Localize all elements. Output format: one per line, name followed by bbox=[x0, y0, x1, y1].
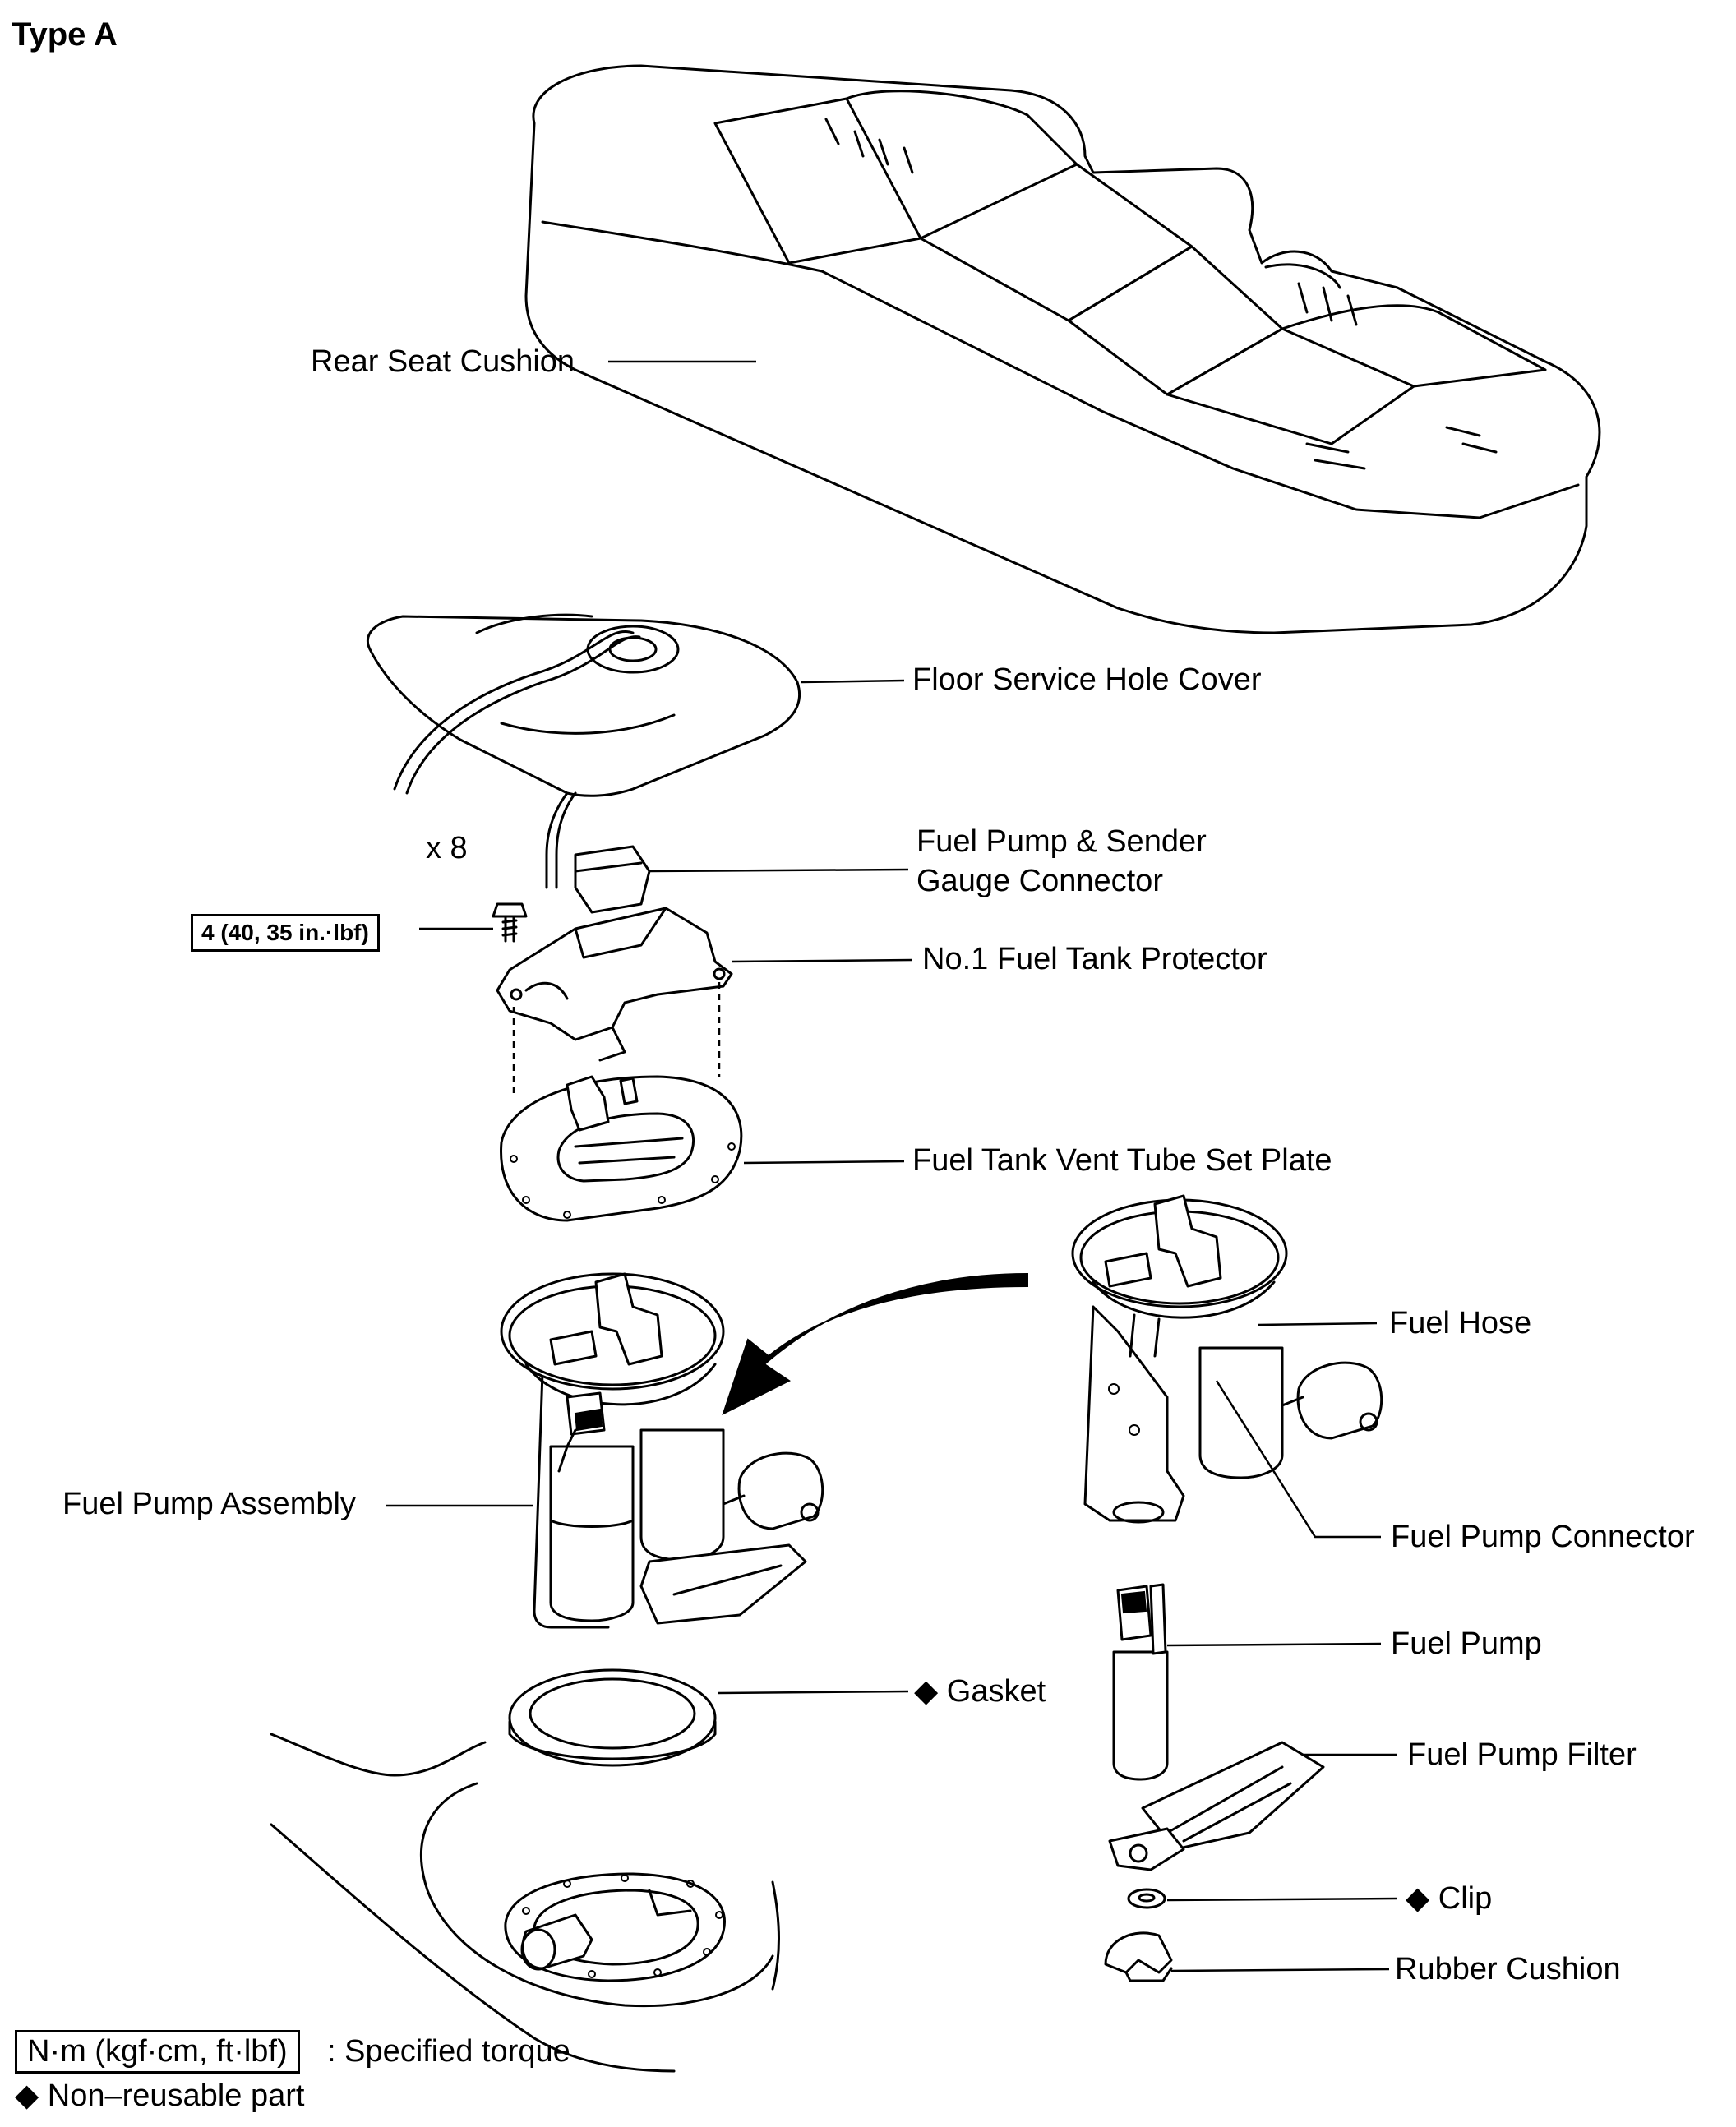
fuel-tank-protector-drawing bbox=[496, 907, 733, 1062]
sender-gauge-connector-drawing bbox=[574, 845, 651, 914]
label-gasket: ◆ Gasket bbox=[914, 1674, 1046, 1709]
label-rubber-cushion: Rubber Cushion bbox=[1395, 1952, 1621, 1986]
bolt-drawing bbox=[492, 902, 528, 943]
leader-lines bbox=[386, 360, 1398, 1972]
floor-service-hole-cover-drawing bbox=[367, 613, 801, 889]
fuel-pump-filter-drawing bbox=[1108, 1741, 1325, 1871]
fuel-pump-drawing bbox=[1112, 1583, 1169, 1781]
torque-spec-box: 4 (40, 35 in.·lbf) bbox=[191, 914, 380, 952]
label-fuel-tank-protector: No.1 Fuel Tank Protector bbox=[922, 942, 1267, 976]
label-fuel-pump-assembly: Fuel Pump Assembly bbox=[62, 1487, 356, 1521]
label-floor-service-hole-cover: Floor Service Hole Cover bbox=[912, 662, 1262, 697]
label-clip: ◆ Clip bbox=[1406, 1881, 1493, 1916]
legend-non-reusable: ◆ Non–reusable part bbox=[15, 2079, 305, 2113]
direction-arrow bbox=[722, 1272, 1028, 1415]
label-vent-tube-set-plate: Fuel Tank Vent Tube Set Plate bbox=[912, 1143, 1332, 1178]
legend-torque-unit-box: N·m (kgf·cm, ft·lbf) bbox=[15, 2030, 300, 2074]
label-fuel-hose: Fuel Hose bbox=[1389, 1306, 1532, 1340]
diagram-title: Type A bbox=[12, 16, 118, 53]
gasket-drawing bbox=[508, 1668, 717, 1767]
legend-torque-desc: : Specified torque bbox=[327, 2034, 570, 2069]
fuel-tank-opening-drawing bbox=[270, 1733, 780, 2073]
vent-tube-set-plate-drawing bbox=[500, 1075, 743, 1222]
clip-drawing bbox=[1127, 1888, 1166, 1909]
rear-seat-cushion-drawing bbox=[524, 64, 1601, 634]
fuel-pump-assembly-drawing bbox=[500, 1272, 824, 1629]
label-fuel-pump-filter: Fuel Pump Filter bbox=[1407, 1737, 1637, 1772]
rubber-cushion-drawing bbox=[1104, 1931, 1173, 1982]
label-sender-gauge-connector-2: Gauge Connector bbox=[916, 864, 1163, 898]
label-fuel-pump: Fuel Pump bbox=[1391, 1626, 1542, 1661]
label-rear-seat-cushion: Rear Seat Cushion bbox=[311, 344, 575, 379]
label-fuel-pump-connector: Fuel Pump Connector bbox=[1391, 1520, 1695, 1554]
label-sender-gauge-connector-1: Fuel Pump & Sender bbox=[916, 824, 1207, 859]
label-bolt-quantity: x 8 bbox=[426, 831, 468, 865]
fuel-pump-assembly-detail-drawing bbox=[1071, 1194, 1383, 1524]
